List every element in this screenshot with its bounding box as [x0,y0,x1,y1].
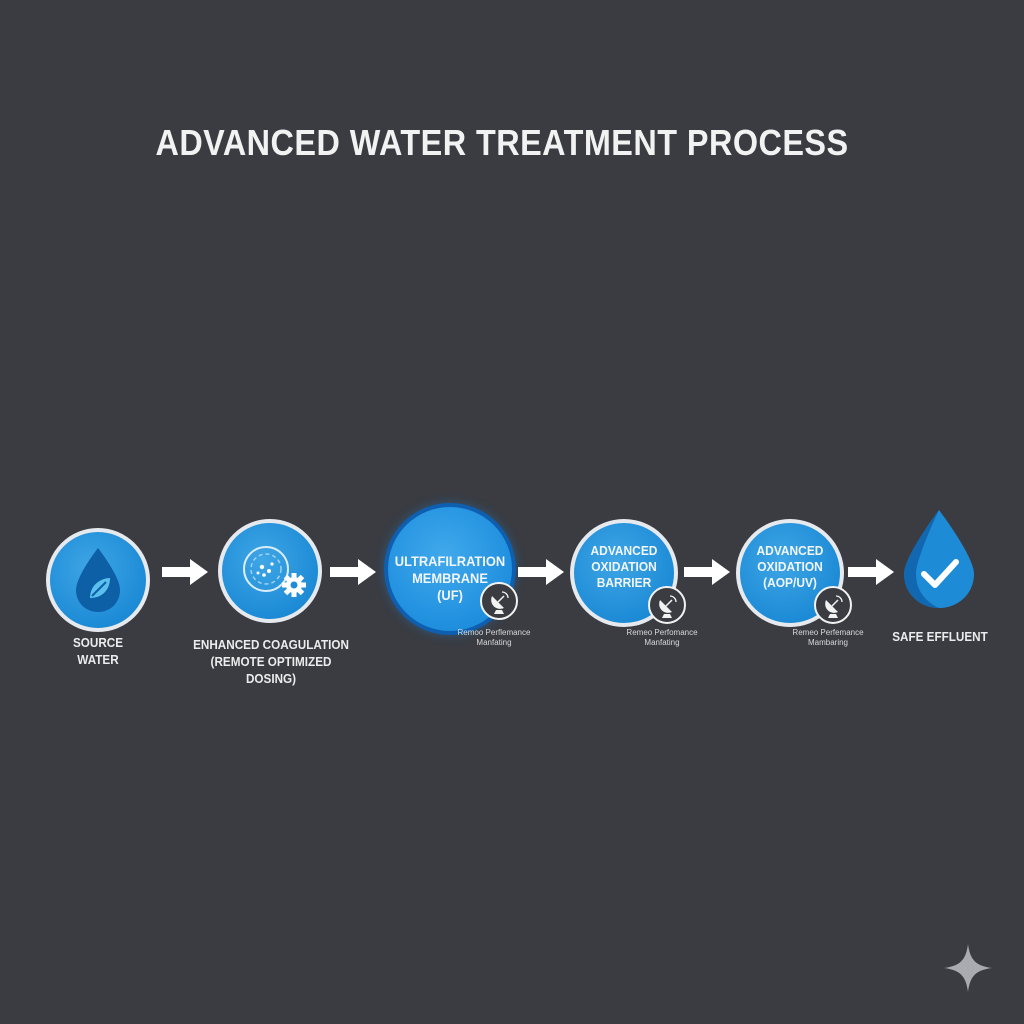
stage-source-water [46,528,150,632]
remote-monitoring-label: Remeo Perfemance Mambaring [792,628,864,647]
stage-advanced-oxidation-barrier-label: ADVANCED OXIDATION BARRIER [590,543,658,590]
page-title: ADVANCED WATER TREATMENT PROCESS [155,122,849,163]
flow-arrow [684,559,730,585]
caption-enhanced-coagulation: ENHANCED COAGULATION (REMOTE OPTIMIZED D… [193,637,349,686]
remote-monitoring-badge [814,586,852,624]
flow-arrow [162,559,208,585]
satellite-dish-icon [659,595,677,618]
water-drop-leaf-icon [76,548,120,612]
stage-enhanced-coagulation [218,519,322,623]
particles-gear-icon [243,546,306,597]
satellite-dish-icon [491,591,509,614]
flow-arrow [848,559,894,585]
stage-advanced-oxidation-aop-label: ADVANCED OXIDATION (AOP/UV) [756,543,824,590]
remote-monitoring-badge [648,586,686,624]
caption-source-water: SOURCE WATER [72,635,124,667]
caption-safe-effluent: SAFE EFFLUENT [892,629,988,644]
stage-ultrafiltration-label: ULTRAFILRATION MEMBRANE (UF) [394,553,506,603]
remote-monitoring-label: Remeo Perfomance Manfating [626,628,698,647]
remote-monitoring-badge [480,582,518,620]
flow-arrow [518,559,564,585]
sparkle-icon [944,944,992,992]
remote-monitoring-label: Remoo Perflemance Manfating [457,628,531,647]
flow-arrow [330,559,376,585]
satellite-dish-icon [825,595,843,618]
water-drop-check-icon [904,510,974,608]
